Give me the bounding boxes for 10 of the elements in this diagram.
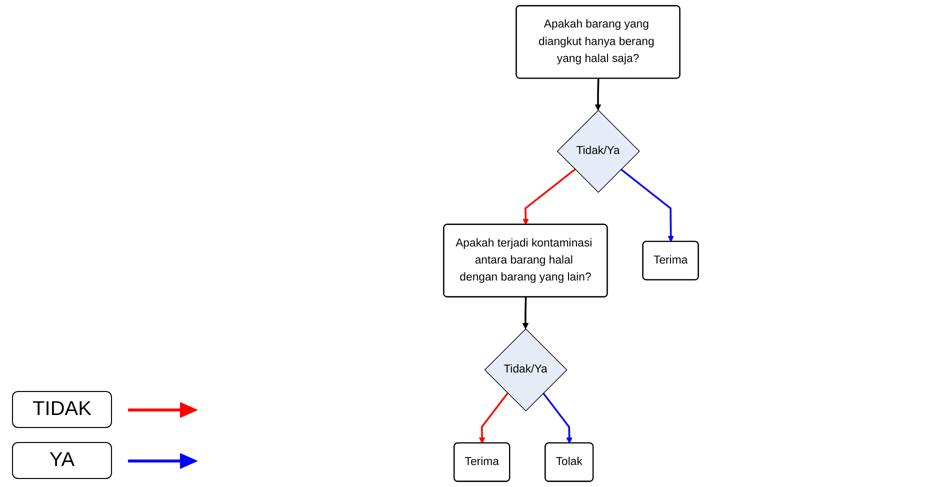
node-diamond: Tidak/Ya [556, 110, 640, 193]
legend-label: YA [12, 442, 112, 479]
arrow [542, 392, 572, 444]
arrow [594, 78, 602, 111]
arrow [522, 297, 529, 330]
arrow [522, 168, 576, 225]
arrow [478, 392, 508, 444]
legend-label: TIDAK [12, 391, 112, 428]
node-diamond: Tidak/Ya [484, 328, 568, 412]
arrow [620, 168, 674, 242]
